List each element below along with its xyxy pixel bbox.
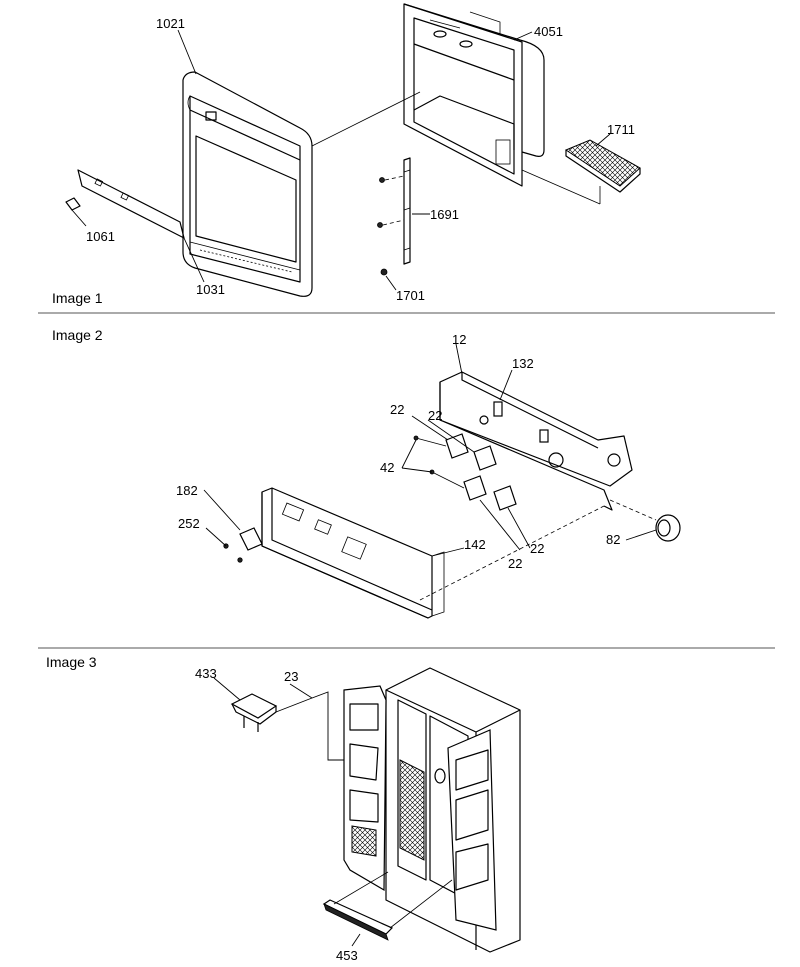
callout-22-b: 22 bbox=[428, 408, 442, 423]
callout-252: 252 bbox=[178, 516, 200, 531]
image-1-leaders bbox=[71, 29, 611, 291]
part-82-knob bbox=[655, 514, 681, 542]
part-12-bracket bbox=[439, 371, 633, 511]
callout-1061: 1061 bbox=[86, 229, 115, 244]
callout-22-a: 22 bbox=[390, 402, 404, 417]
callout-23: 23 bbox=[284, 669, 298, 684]
part-182-switch bbox=[223, 527, 263, 563]
part-4051-liner bbox=[403, 3, 545, 187]
image-3-panel: Image 3 bbox=[46, 654, 521, 963]
callout-453: 453 bbox=[336, 948, 358, 963]
callout-1711: 1711 bbox=[607, 122, 635, 137]
callout-1701: 1701 bbox=[396, 288, 425, 303]
callout-4051: 4051 bbox=[534, 24, 563, 39]
part-1031-trim bbox=[77, 169, 185, 239]
image-2-panel: Image 2 bbox=[52, 327, 681, 619]
image-3-leaders bbox=[213, 677, 453, 947]
callout-132: 132 bbox=[512, 356, 534, 371]
part-1021-door-frame bbox=[182, 71, 313, 297]
part-453-strip bbox=[322, 899, 394, 941]
image-2-leaders bbox=[203, 343, 657, 601]
part-refrigerator bbox=[343, 667, 521, 953]
callout-1691: 1691 bbox=[430, 207, 459, 222]
callout-12: 12 bbox=[452, 332, 466, 347]
callout-22-d: 22 bbox=[508, 556, 522, 571]
part-1711-grille bbox=[564, 139, 641, 193]
callout-142: 142 bbox=[464, 537, 486, 552]
part-433-bin bbox=[230, 693, 278, 732]
callout-42: 42 bbox=[380, 460, 394, 475]
image-1-panel: 1021 4051 1711 1691 1061 1031 1701 Image… bbox=[52, 3, 641, 306]
part-22-switches bbox=[413, 433, 517, 511]
part-142-plate bbox=[261, 487, 445, 619]
part-1061-clip bbox=[65, 197, 81, 211]
section-title-image-2: Image 2 bbox=[52, 327, 103, 343]
callout-1031: 1031 bbox=[196, 282, 225, 297]
callout-82: 82 bbox=[606, 532, 620, 547]
callout-22-c: 22 bbox=[530, 541, 544, 556]
part-1691-strip bbox=[377, 157, 411, 276]
section-title-image-1: Image 1 bbox=[52, 290, 103, 306]
section-title-image-3: Image 3 bbox=[46, 654, 97, 670]
callout-1021: 1021 bbox=[156, 16, 185, 31]
callout-433: 433 bbox=[195, 666, 217, 681]
callout-182: 182 bbox=[176, 483, 198, 498]
